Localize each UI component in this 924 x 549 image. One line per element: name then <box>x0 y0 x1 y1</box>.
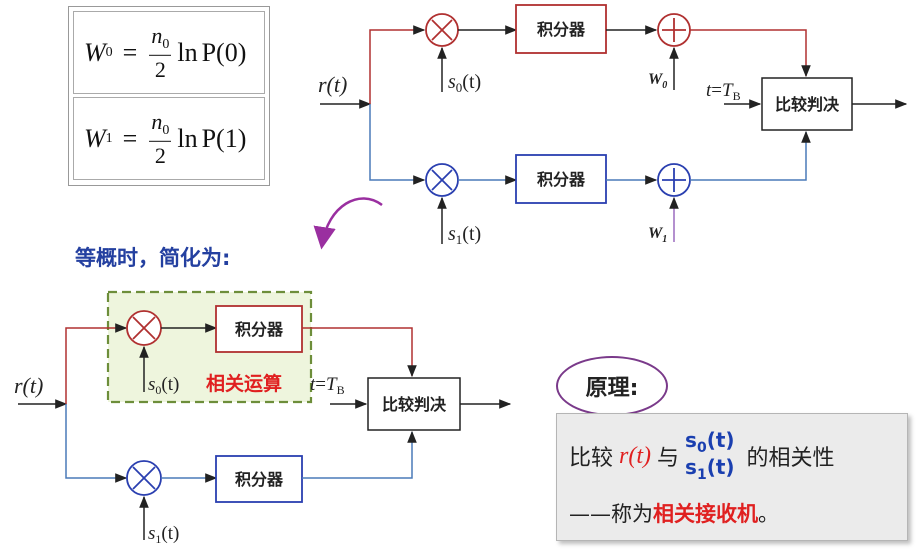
principle-name: 相关接收机 <box>653 502 758 526</box>
principle-signal-stack: s0(t) s1(t) <box>685 428 735 484</box>
top-integrator-1-label: 积分器 <box>537 170 586 189</box>
bottom-comparator-label: 比较判决 <box>382 395 447 414</box>
principle-box: 比较 r(t) 与 s0(t) s1(t) 的相关性 ——称为相关接收机。 <box>556 413 908 541</box>
bottom-sample-label: t=TB <box>310 374 345 397</box>
top-integrator-1 <box>515 154 607 204</box>
eq-w1-num: n <box>151 108 163 134</box>
bottom-integrator-0-label: 积分器 <box>235 320 284 339</box>
eq-w1-lhs-sub: 1 <box>105 130 113 146</box>
principle-dash: ——称为 <box>569 502 653 526</box>
eq-w1-num-sub: 0 <box>162 122 170 138</box>
eq-w0-lhs: W <box>84 37 106 67</box>
eq-w0-lhs-sub: 0 <box>105 44 113 60</box>
top-s1-label: s1(t) <box>448 223 481 247</box>
eq-w0-equals: = <box>122 37 138 67</box>
principle-s1: s1(t) <box>685 455 735 484</box>
top-integrator-0 <box>515 4 607 54</box>
principle-compare: 比较 <box>569 446 614 472</box>
principle-with: 与 <box>657 446 680 472</box>
top-diagram: r(t) 积分器 s0(t) W0 积分器 s1(t) <box>318 4 908 247</box>
top-w0-label: W0 <box>648 71 667 91</box>
bottom-input-label: r(t) <box>14 373 43 398</box>
top-s0-label: s0(t) <box>448 71 481 95</box>
bottom-s1-label: s1(t) <box>148 523 179 546</box>
top-integrator-0-label: 积分器 <box>537 20 586 39</box>
curved-arrow-icon <box>313 197 383 250</box>
principle-end: 。 <box>758 502 779 526</box>
eq-w0-fraction: n0 2 <box>149 22 172 82</box>
principle-suffix: 的相关性 <box>746 446 835 472</box>
bottom-integrator-0 <box>215 305 303 353</box>
principle-title-oval: 原理: <box>556 356 668 416</box>
eq-w0-num-sub: 0 <box>162 36 170 52</box>
eq-w1-arg: P(1) <box>201 123 247 153</box>
eq-w0-num: n <box>151 22 163 48</box>
eq-w1-den: 2 <box>154 142 166 168</box>
principle-line-1: 比较 r(t) 与 s0(t) s1(t) 的相关性 <box>569 428 835 484</box>
eq-w0-fn: ln <box>177 37 198 67</box>
principle-r: r(t) <box>619 442 652 469</box>
eq-w0-arg: P(0) <box>201 37 247 67</box>
top-input-label: r(t) <box>318 72 347 97</box>
bottom-integrator-1-label: 积分器 <box>235 470 284 489</box>
top-w1-label: W1 <box>648 225 667 245</box>
eq-w1-lhs: W <box>84 123 106 153</box>
simplify-title: 等概时，简化为: <box>75 246 231 270</box>
principle-title: 原理: <box>585 376 639 401</box>
bottom-integrator-1 <box>215 455 303 503</box>
bottom-s0-label: s0(t) <box>148 374 179 397</box>
top-comparator <box>761 77 853 131</box>
top-comparator-label: 比较判决 <box>775 95 840 114</box>
eq-w1-fn: ln <box>177 123 198 153</box>
eq-w1-equals: = <box>122 123 138 153</box>
principle-s0: s0(t) <box>685 428 735 457</box>
eq-w1-fraction: n0 2 <box>149 108 172 168</box>
principle-line-2: ——称为相关接收机。 <box>569 498 779 528</box>
correlation-label: 相关运算 <box>206 372 282 395</box>
bottom-diagram: r(t) 积分器 s0(t) 相关运算 积分器 s1(t) 比较判决 t=TB <box>14 290 512 546</box>
eq-w0-den: 2 <box>154 56 166 82</box>
top-sample-label: t=TB <box>706 80 741 103</box>
